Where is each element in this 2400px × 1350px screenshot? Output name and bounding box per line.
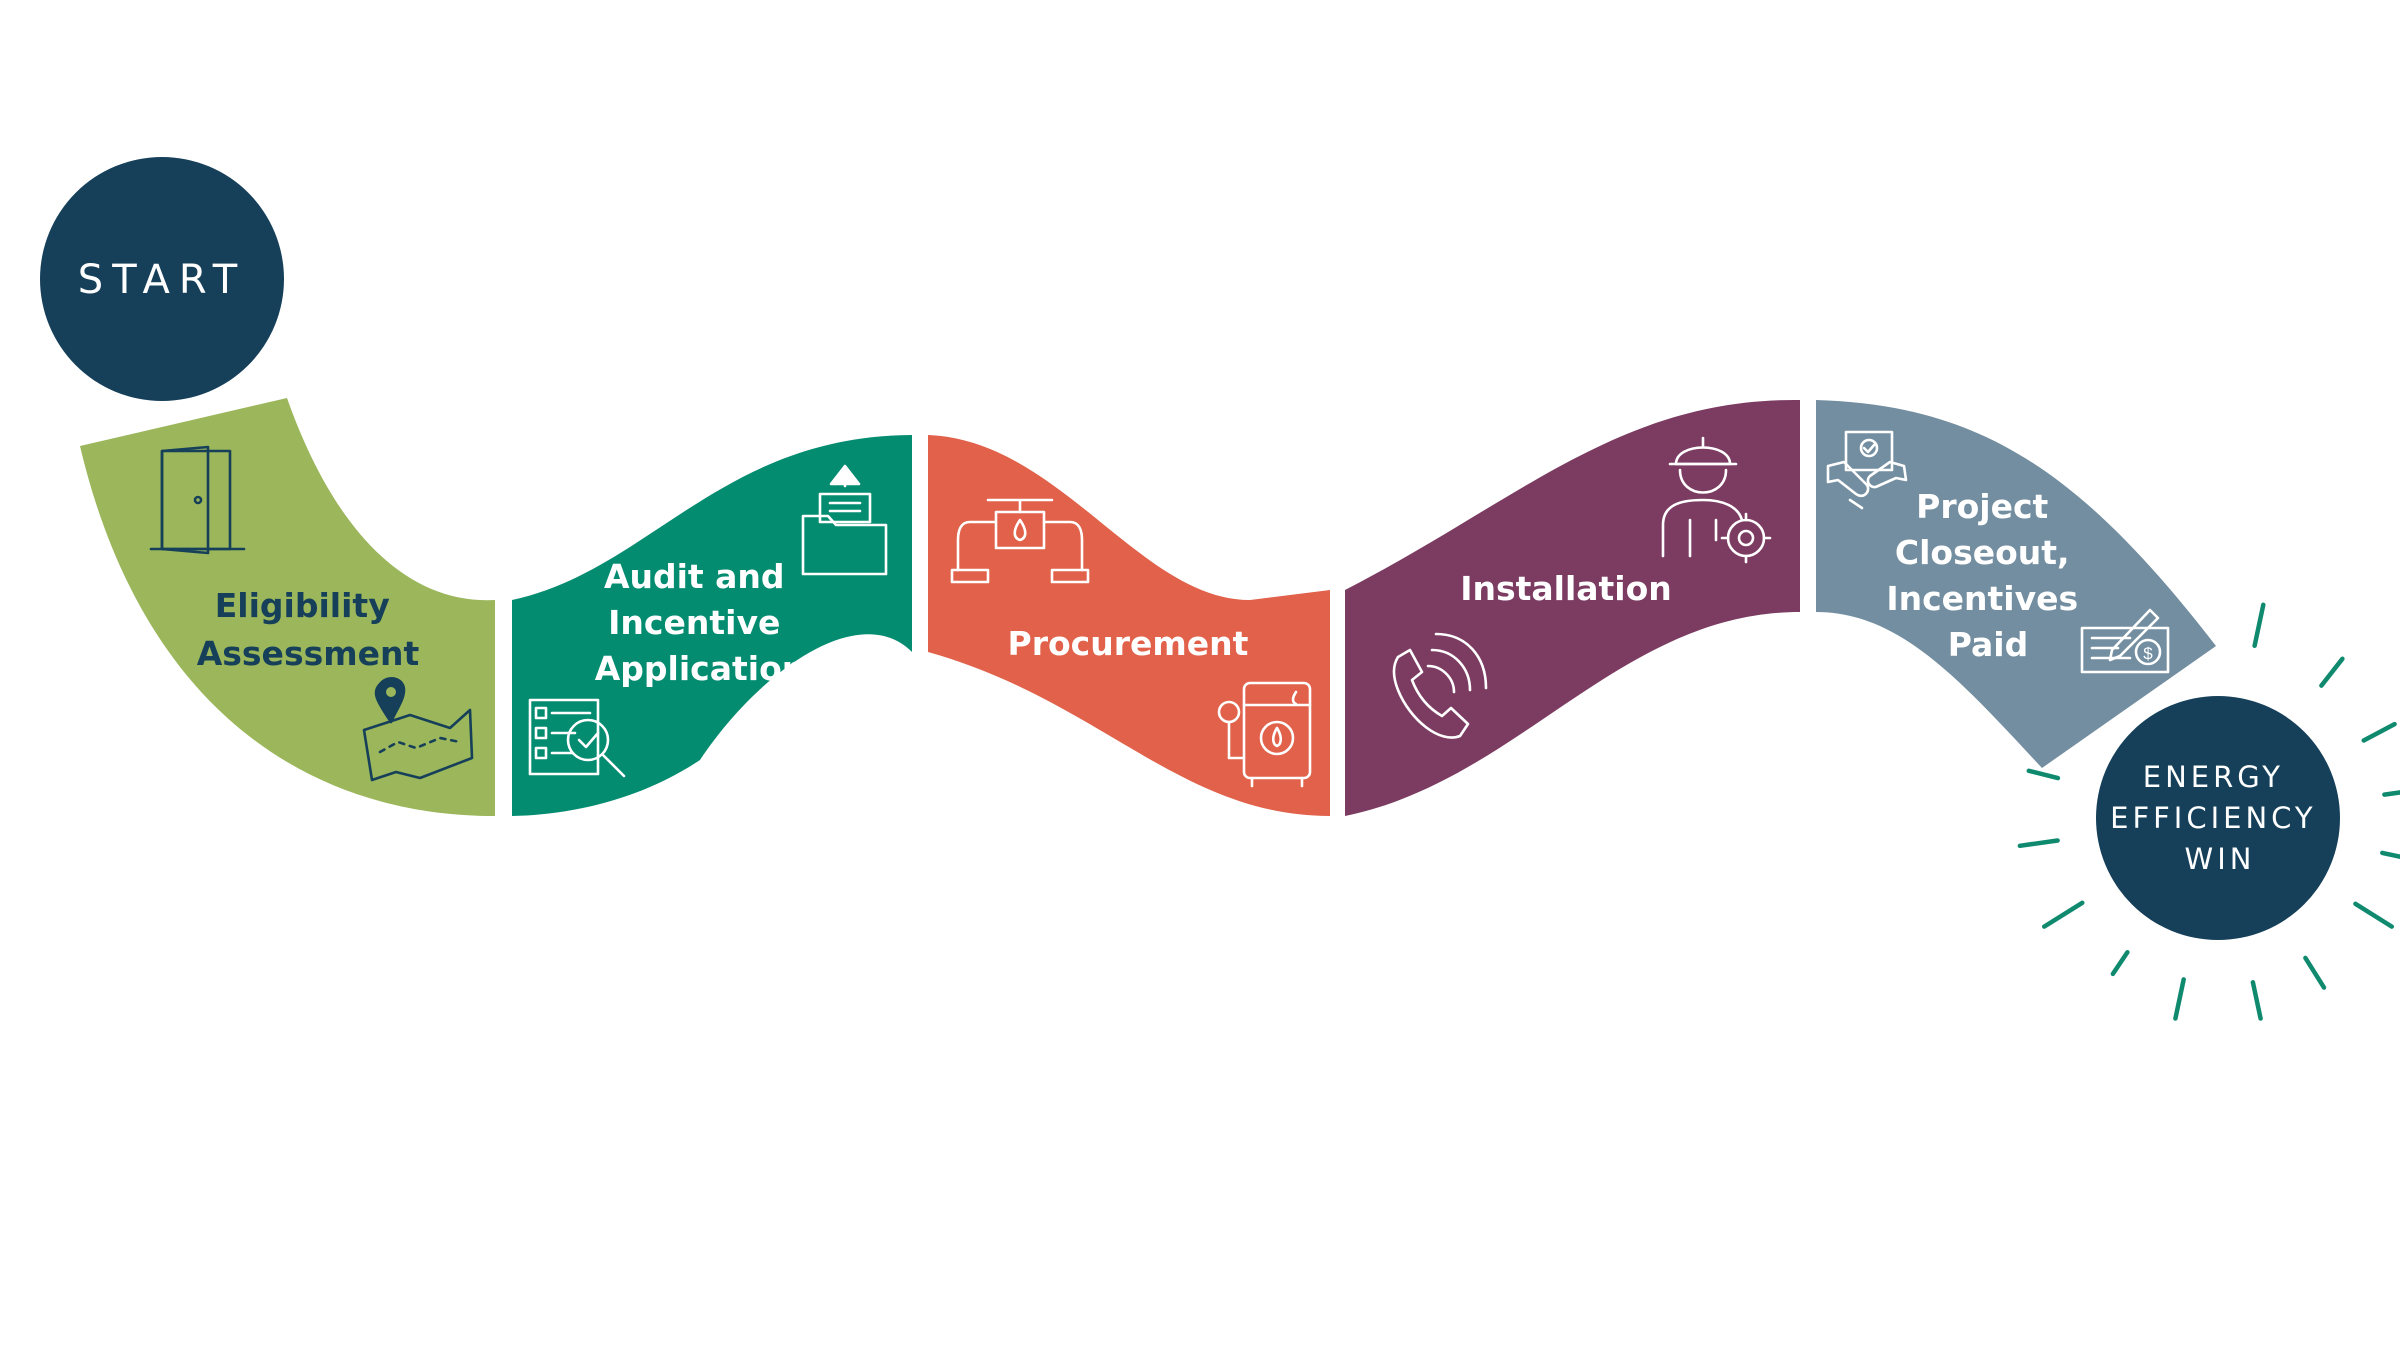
- worker-gear-icon: [1661, 436, 1772, 564]
- burst-ray: [2380, 850, 2400, 859]
- step-label-line: Application: [595, 649, 806, 688]
- burst-ray: [2353, 901, 2395, 929]
- phone-call-icon: [1392, 632, 1488, 739]
- step-audit-label: Audit and Incentive Application: [595, 557, 806, 688]
- step-installation-label: Installation: [1460, 569, 1672, 608]
- step-label-line: Installation: [1460, 569, 1672, 608]
- door-icon: [149, 445, 246, 555]
- burst-ray: [2017, 838, 2060, 849]
- burst-ray: [2250, 980, 2263, 1021]
- checklist-search-icon: [528, 698, 626, 778]
- water-heater-icon: [1217, 681, 1312, 788]
- step-label-line: Incentives: [1886, 579, 2078, 618]
- burst-ray: [2319, 656, 2345, 688]
- svg-text:$: $: [2143, 644, 2153, 663]
- step-eligibility: Eligibility Assessment: [80, 398, 495, 816]
- burst-ray: [2303, 955, 2327, 990]
- burst-ray: [2026, 768, 2061, 781]
- folder-upload-icon: [801, 464, 888, 576]
- pipe-valve-icon: [950, 498, 1090, 584]
- step-closeout-label: Project Closeout, Incentives Paid: [1886, 487, 2089, 664]
- step-label-line: Project: [1916, 487, 2048, 526]
- step-audit: Audit and Incentive Application: [512, 435, 912, 816]
- check-dollar-icon: $: [2080, 608, 2170, 674]
- burst-ray: [2252, 602, 2266, 649]
- step-label-line: Paid: [1948, 625, 2029, 664]
- step-label-line: Closeout,: [1895, 533, 2070, 572]
- end-label-line: ENERGY: [2143, 760, 2284, 794]
- burst-ray: [2110, 950, 2130, 977]
- step-label-line: Audit and: [604, 557, 785, 596]
- start-label: START: [78, 257, 246, 303]
- burst-ray: [2382, 790, 2400, 797]
- step-procurement-label: Procurement: [1008, 624, 1249, 663]
- end-label-line: WIN: [2185, 842, 2256, 876]
- step-eligibility-label: Eligibility Assessment: [197, 586, 420, 673]
- end-circle: [2096, 696, 2340, 940]
- celebration-burst: [2017, 602, 2400, 1021]
- end-label-line: EFFICIENCY: [2110, 801, 2317, 835]
- start-node: START: [40, 157, 284, 401]
- handshake-icon: [1826, 430, 1908, 510]
- end-node: ENERGY EFFICIENCY WIN: [2096, 696, 2340, 940]
- step-label-line: Procurement: [1008, 624, 1249, 663]
- end-label: ENERGY EFFICIENCY WIN: [2110, 760, 2330, 876]
- step-installation-band: [1345, 399, 1800, 816]
- step-label-line: Eligibility: [215, 586, 390, 625]
- step-closeout-band: [1816, 400, 2216, 768]
- burst-ray: [2361, 721, 2397, 743]
- step-label-line: Assessment: [197, 634, 420, 673]
- burst-ray: [2041, 900, 2085, 929]
- step-audit-band: [512, 435, 912, 816]
- step-label-line: Incentive: [608, 603, 780, 642]
- step-procurement: Procurement: [928, 435, 1330, 816]
- step-closeout: Project Closeout, Incentives Paid $: [1816, 400, 2216, 768]
- map-pin-icon: [362, 677, 474, 782]
- step-installation: Installation: [1345, 399, 1800, 816]
- burst-ray: [2173, 977, 2186, 1021]
- start-circle: [40, 157, 284, 401]
